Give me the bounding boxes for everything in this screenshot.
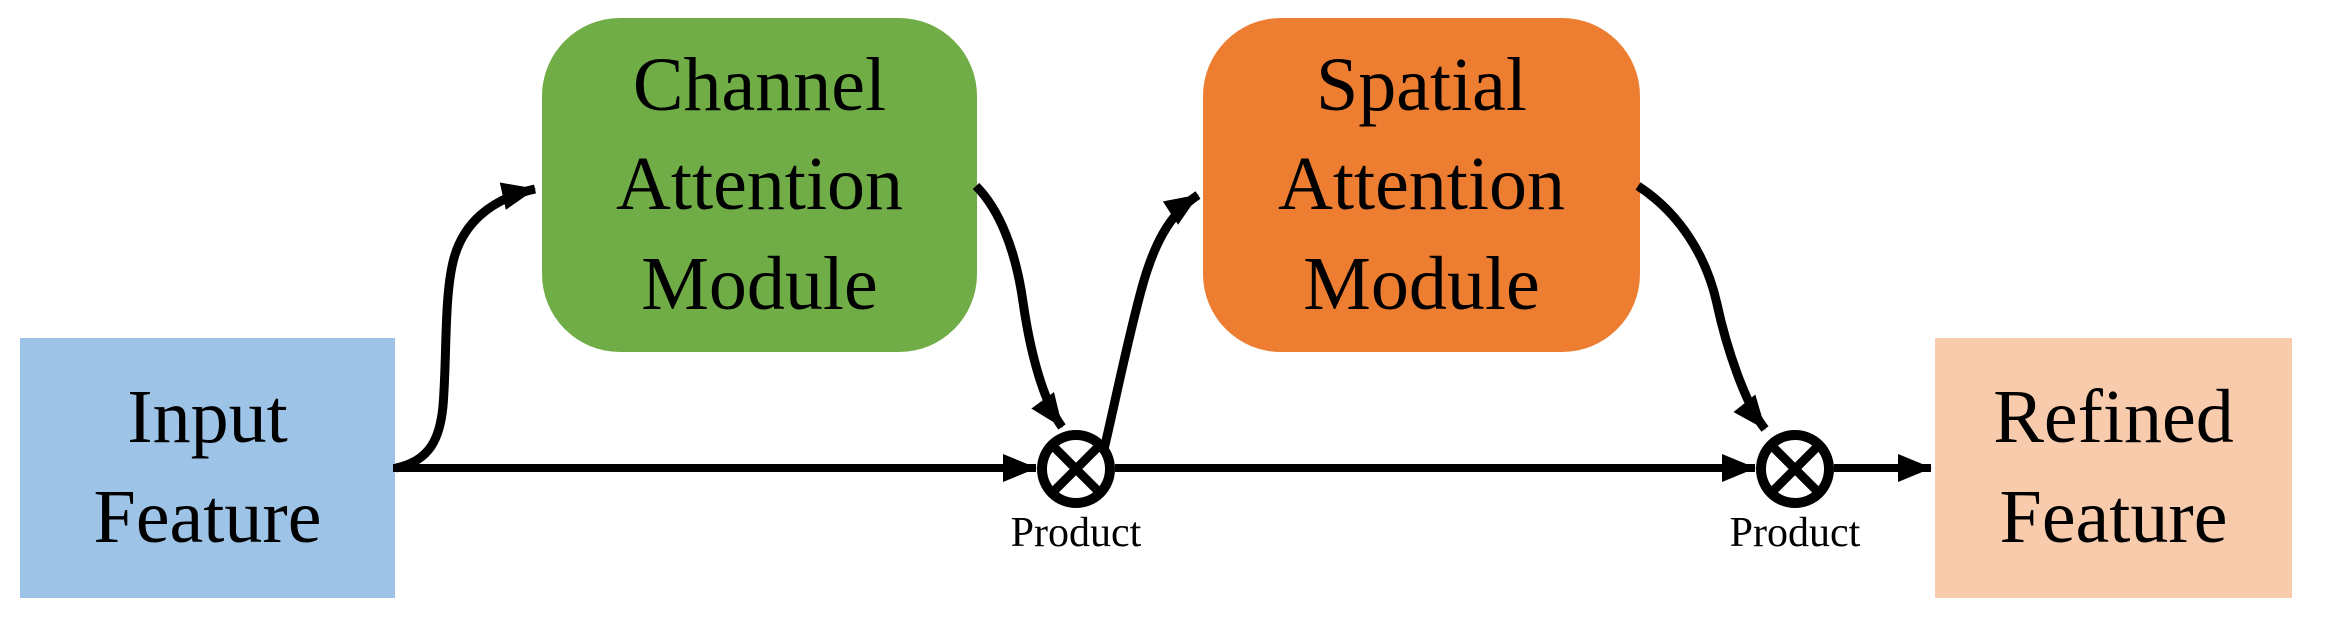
arrow-channel-to-product1	[972, 182, 1066, 430]
input-feature-node	[20, 338, 395, 598]
spatial-attention-module-node	[1203, 18, 1640, 352]
refined-feature-node	[1935, 338, 2292, 598]
arrow-spatial-to-product2	[1635, 182, 1769, 432]
channel-attention-module-node	[542, 18, 977, 352]
multiply-x-icon	[1767, 441, 1823, 497]
product-operator-1-icon	[1037, 430, 1115, 508]
arrow-input-to-channel	[394, 182, 536, 473]
multiply-x-icon	[1048, 441, 1104, 497]
product-operator-2-icon	[1756, 430, 1834, 508]
arrow-product1-to-spatial	[1095, 191, 1201, 468]
